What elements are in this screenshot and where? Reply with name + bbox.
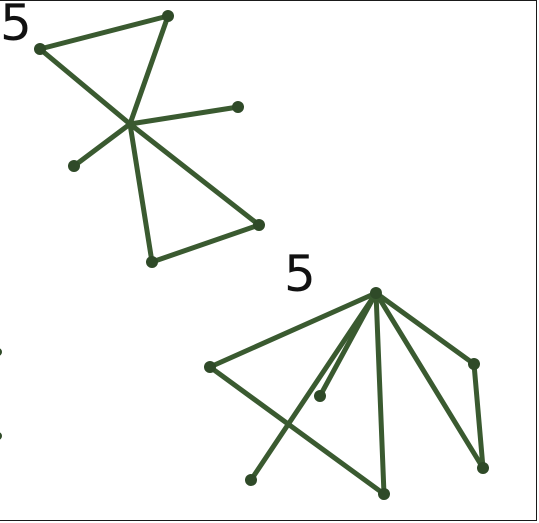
- partial-node: [0, 432, 2, 440]
- graph-1-edge: [37, 13, 171, 52]
- graph-2-edge: [207, 364, 387, 497]
- graph-1-edge: [71, 121, 133, 169]
- graph-2-edge: [248, 290, 379, 483]
- graph-1-node: [146, 256, 158, 268]
- graph-2-node: [468, 358, 480, 370]
- graph-2: [207, 290, 486, 497]
- graph-2-node: [245, 474, 257, 486]
- graph-1-node: [253, 219, 265, 231]
- graph-2-edge: [373, 290, 486, 471]
- graph-1: [37, 13, 262, 265]
- graph-1-edge: [127, 104, 241, 127]
- graph-2-node: [370, 287, 382, 299]
- graph-1-node: [232, 101, 244, 113]
- graph-2-nodes: [204, 287, 489, 500]
- graph-1-edge: [37, 46, 133, 127]
- graph-1-nodes: [34, 10, 265, 268]
- graph-1-edge: [127, 121, 262, 228]
- graph-1-edge: [127, 121, 155, 265]
- graph-1-node: [68, 160, 80, 172]
- graph-2-node: [204, 361, 216, 373]
- graph-2-label: 5: [284, 245, 316, 303]
- graph-2-edge: [373, 290, 387, 497]
- graph-2-node: [477, 462, 489, 474]
- partial-node: [0, 348, 2, 356]
- graph-1-node: [34, 43, 46, 55]
- graph-1-node: [162, 10, 174, 22]
- edge-partial-nodes: [0, 348, 2, 440]
- graph-2-node: [314, 390, 326, 402]
- graph-1-label: 5: [0, 0, 32, 52]
- graph-2-edge: [373, 290, 477, 367]
- graph-2-node: [378, 488, 390, 500]
- graph-1-edge: [127, 13, 171, 127]
- graph-2-edge: [207, 290, 379, 370]
- graph-2-edge: [471, 361, 486, 471]
- graph-1-edge: [149, 222, 262, 265]
